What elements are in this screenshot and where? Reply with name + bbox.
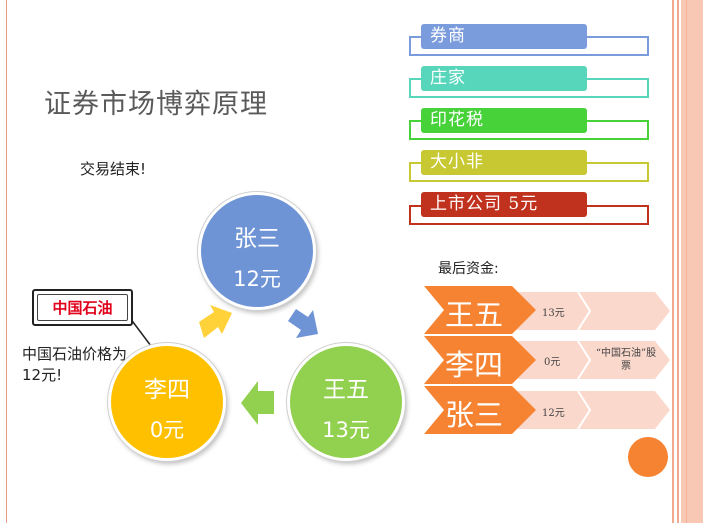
player-name: 张三 [234,226,280,252]
callout-box[interactable]: 中国石油 [32,289,133,326]
role-pill-dealer[interactable]: 庄家 [421,66,587,91]
decor-circle [628,437,668,477]
arrow-to-zhangsan-icon [199,305,232,338]
result-arrow-zhangsan [424,386,536,434]
slide-title: 证券市场博弈原理 [44,89,268,120]
callout-label: 中国石油 [37,294,128,321]
result-name: 张三 [445,398,504,432]
player-circle-lisi[interactable]: 李四 0元 [108,343,226,461]
final-funds-label: 最后资金: [438,261,499,277]
decor-stripe [677,0,679,523]
trade-end-text: 交易结束! [80,160,147,178]
role-pill-stamp-tax[interactable]: 印花税 [421,108,587,133]
player-name: 王五 [323,377,369,403]
result-arrow-lisi [424,336,536,384]
page-frame-line [6,0,7,523]
player-amount: 0元 [149,418,185,442]
result-amount: 0元 [544,357,561,368]
player-circle-wangwu[interactable]: 王五 13元 [287,343,405,461]
role-pill-listed-company[interactable]: 上市公司 5元 [421,192,587,217]
arrow-to-wangwu-icon [288,309,318,338]
result-arrow-wangwu [424,286,536,334]
decor-stripe [672,0,674,523]
result-name: 李四 [445,348,504,382]
result-holding: “中国石油”股票 [595,348,657,372]
player-amount: 12元 [233,267,281,291]
result-amount: 13元 [542,308,565,319]
arrow-to-lisi-icon [241,381,274,425]
player-circle-zhangsan[interactable]: 张三 12元 [198,192,316,310]
role-pill-broker[interactable]: 券商 [421,24,587,49]
decor-stripe [686,0,687,523]
result-name: 王五 [445,298,504,332]
result-amount: 12元 [542,408,565,419]
callout-note: 中国石油价格为12元! [22,345,128,384]
player-name: 李四 [144,377,190,403]
player-amount: 13元 [322,418,370,442]
role-pill-shareholders[interactable]: 大小非 [421,150,587,175]
